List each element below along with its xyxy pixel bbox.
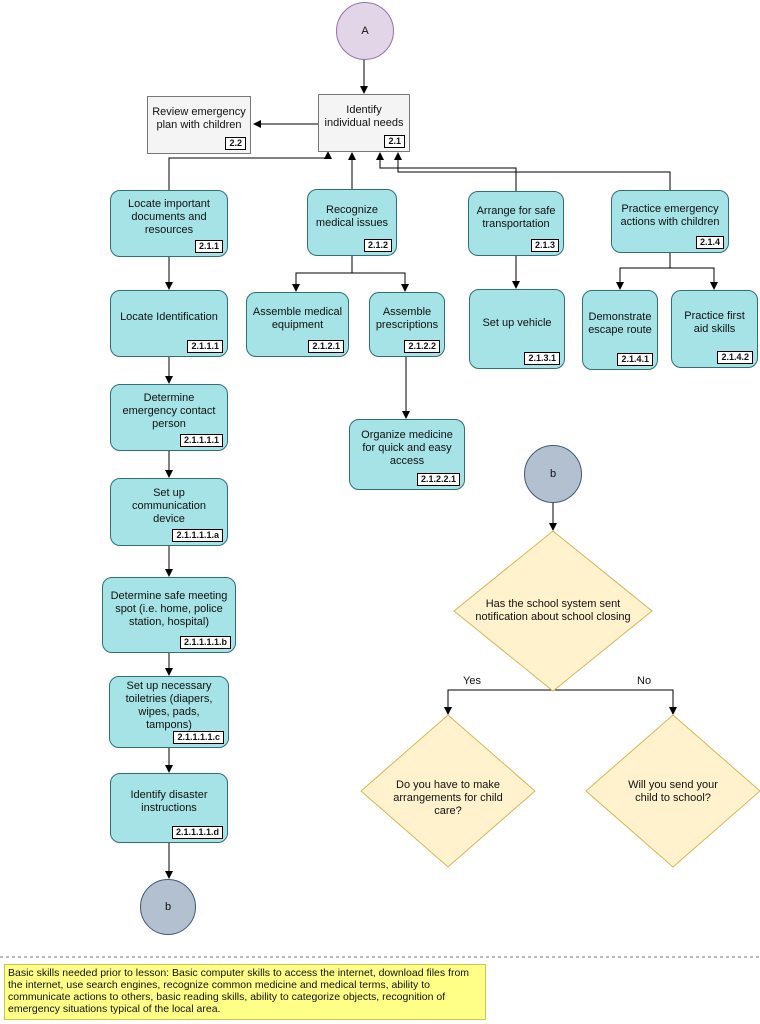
- node-code: 2.1.4: [695, 236, 724, 249]
- connector-b-right: b: [524, 445, 582, 503]
- node-code: 2.1.1.1.1.a: [172, 529, 223, 542]
- node-recognize-medical: Recognize medical issues 2.1.2: [307, 189, 397, 256]
- node-label: Practice emergency actions with children: [620, 202, 720, 228]
- connector-label: b: [164, 901, 172, 913]
- node-emergency-contact: Determine emergency contact person 2.1.1…: [110, 384, 228, 451]
- decision-school-closing-text: Has the school system sent notification …: [475, 598, 631, 623]
- node-label: Recognize medical issues: [315, 203, 389, 229]
- node-label: Identify disaster instructions: [130, 789, 208, 814]
- node-code: 2.1.1: [194, 240, 223, 253]
- node-code: 2.1.4.2: [717, 351, 753, 364]
- node-code: 2.1.1.1.1.d: [171, 826, 223, 839]
- node-label: Review emergency plan with children: [152, 106, 246, 131]
- node-disaster-instructions: Identify disaster instructions 2.1.1.1.1…: [110, 773, 228, 843]
- node-code: 2.1.1.1: [187, 340, 223, 353]
- node-locate-identification: Locate Identification 2.1.1.1: [110, 290, 228, 357]
- node-label: Assemble prescriptions: [375, 305, 439, 331]
- node-code: 2.1.3: [530, 239, 559, 252]
- node-code: 2.1.4.1: [617, 353, 653, 366]
- node-escape-route: Demonstrate escape route 2.1.4.1: [582, 290, 658, 370]
- node-label: Set up necessary toiletries (diapers, wi…: [125, 680, 213, 731]
- start-node-a: A: [336, 2, 394, 60]
- node-code: 2.1.1.1.1: [179, 434, 223, 447]
- node-code: 2.1.2.2: [404, 340, 440, 353]
- edge-label-yes: Yes: [463, 675, 481, 687]
- node-label: Arrange for safe transportation: [476, 204, 556, 230]
- node-organize-medicine: Organize medicine for quick and easy acc…: [349, 419, 465, 490]
- node-label: Demonstrate escape route: [588, 311, 652, 336]
- node-label: Assemble medical equipment: [252, 305, 343, 331]
- edge-label-no: No: [637, 675, 652, 687]
- node-arrange-transportation: Arrange for safe transportation 2.1.3: [468, 191, 564, 256]
- edges: [165, 59, 718, 879]
- node-set-up-vehicle: Set up vehicle 2.1.3.1: [469, 289, 565, 369]
- node-label: Set up communication device: [132, 486, 206, 525]
- node-medical-equipment: Assemble medical equipment 2.1.2.1: [246, 292, 349, 357]
- node-practice-emergency: Practice emergency actions with children…: [611, 190, 729, 253]
- node-code: 2.1: [384, 135, 405, 148]
- prerequisite-skills-note: Basic skills needed prior to lesson: Bas…: [4, 964, 486, 1020]
- node-label: Set up vehicle: [482, 316, 552, 329]
- node-review-emergency-plan: Review emergency plan with children 2.2: [147, 96, 251, 154]
- decision-school-closing: [453, 530, 653, 692]
- node-code: 2.1.1.1.1.c: [173, 731, 224, 744]
- decision-send-child: [585, 714, 760, 868]
- connector-b-left: b: [140, 879, 196, 935]
- node-locate-documents: Locate important documents and resources…: [110, 190, 228, 257]
- node-communication-device: Set up communication device 2.1.1.1.1.a: [110, 478, 228, 546]
- node-toiletries: Set up necessary toiletries (diapers, wi…: [109, 676, 229, 748]
- node-label: Locate important documents and resources: [128, 198, 210, 236]
- decision-child-care: [360, 714, 536, 868]
- node-code: 2.1.2.1: [308, 340, 344, 353]
- node-code: 2.1.3.1: [524, 352, 560, 365]
- node-code: 2.1.2.2.1: [416, 473, 460, 486]
- node-prescriptions: Assemble prescriptions 2.1.2.2: [369, 292, 445, 357]
- decision-child-care-text: Do you have to make arrangements for chi…: [393, 779, 503, 817]
- node-first-aid: Practice first aid skills 2.1.4.2: [671, 290, 758, 368]
- node-label: Practice first aid skills: [684, 310, 745, 335]
- node-label: Identify individual needs: [324, 104, 404, 129]
- node-code: 2.2: [225, 137, 246, 150]
- node-safe-meeting-spot: Determine safe meeting spot (i.e. home, …: [102, 577, 236, 653]
- start-label: A: [361, 25, 369, 37]
- node-label: Locate Identification: [120, 311, 218, 323]
- decision-send-child-text: Will you send your child to school?: [628, 779, 718, 804]
- connector-label: b: [549, 468, 557, 480]
- node-label: Organize medicine for quick and easy acc…: [361, 429, 453, 467]
- node-code: 2.1.1.1.1.b: [179, 636, 231, 649]
- node-label: Determine safe meeting spot (i.e. home, …: [110, 589, 228, 628]
- node-identify-individual-needs: Identify individual needs 2.1: [318, 94, 410, 152]
- node-label: Determine emergency contact person: [122, 392, 216, 430]
- node-code: 2.1.2: [363, 239, 392, 252]
